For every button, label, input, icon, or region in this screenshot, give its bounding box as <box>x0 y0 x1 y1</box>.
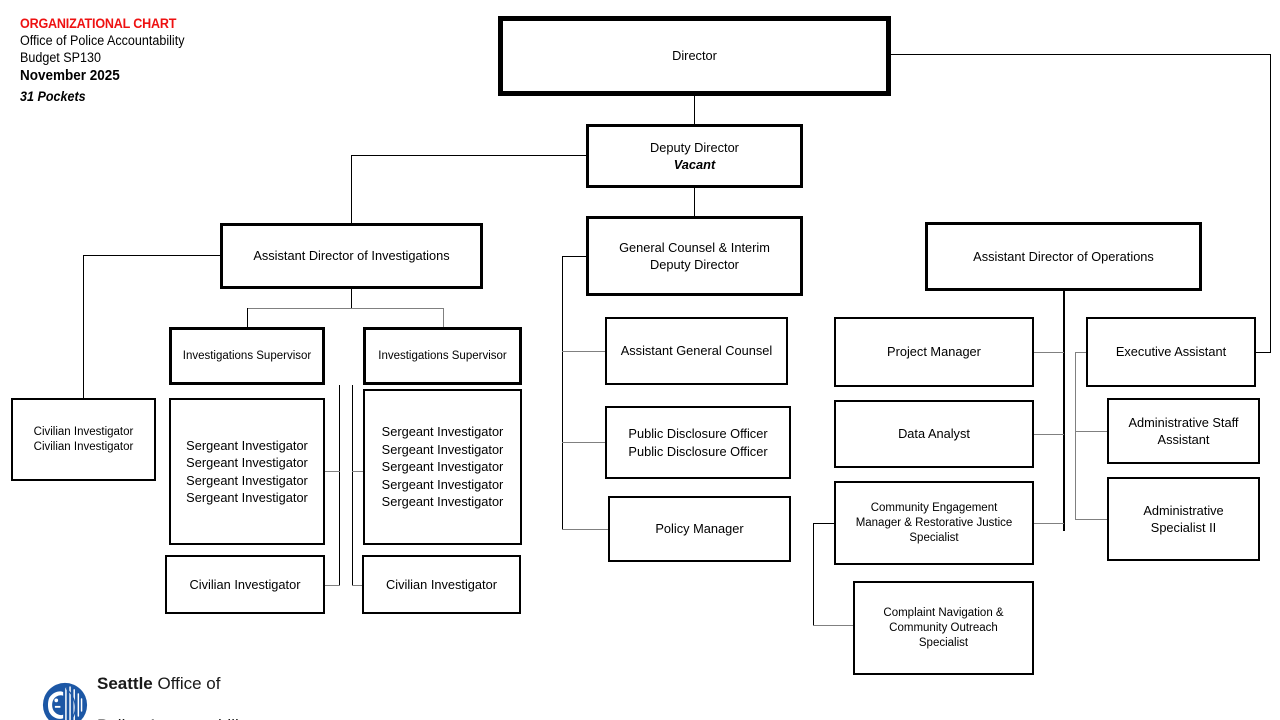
connector-rail-exec-assistant <box>1075 352 1086 353</box>
connector-cem-complaint-top <box>813 523 835 524</box>
connector-supervisors-bus <box>247 308 444 309</box>
connector-director-right-v <box>1270 54 1271 352</box>
connector-supervisor1-sergeants <box>325 471 340 472</box>
node-civilian-investigators-left[interactable]: Civilian Investigator Civilian Investiga… <box>11 398 156 481</box>
connector-supervisor2-sergeants <box>352 471 363 472</box>
connector-bus-supervisor-1 <box>247 308 248 327</box>
node-administrative-specialist-ii[interactable]: Administrative Specialist II <box>1107 477 1260 561</box>
connector-gc-policy-manager <box>562 529 609 530</box>
node-investigations-supervisor-2[interactable]: Investigations Supervisor <box>363 327 522 385</box>
connector-bus-supervisor-2 <box>443 308 444 327</box>
node-policy-manager[interactable]: Policy Manager <box>608 496 791 562</box>
connector-adi-down <box>351 289 352 309</box>
connector-supervisor1-civilian <box>325 585 340 586</box>
connector-ado-right-rail <box>1075 352 1076 520</box>
node-sergeant-investigators-1[interactable]: Sergeant Investigator Sergeant Investiga… <box>169 398 325 545</box>
connector-ado-data-analyst <box>1034 434 1064 435</box>
chart-budget: Budget SP130 <box>20 50 101 65</box>
node-civilian-investigator-1[interactable]: Civilian Investigator <box>165 555 325 614</box>
node-sergeant-investigators-2[interactable]: Sergeant Investigator Sergeant Investiga… <box>363 389 522 545</box>
connector-director-deputy <box>694 96 695 124</box>
connector-deputy-left-v <box>351 155 352 223</box>
connector-rail-admin-staff-assistant <box>1075 431 1107 432</box>
connector-cem-complaint-bottom <box>813 625 853 626</box>
connector-deputy-left-h <box>351 155 587 156</box>
node-asst-dir-operations[interactable]: Assistant Director of Operations <box>925 222 1202 291</box>
node-general-counsel[interactable]: General Counsel & Interim Deputy Directo… <box>586 216 803 296</box>
node-director[interactable]: Director <box>498 16 891 96</box>
logo-line1-rest: Office of <box>152 674 221 693</box>
connector-gc-public-disclosure <box>562 442 606 443</box>
chart-date: November 2025 <box>20 68 120 84</box>
node-investigations-supervisor-1[interactable]: Investigations Supervisor <box>169 327 325 385</box>
connector-gc-assistant-general-counsel <box>562 351 606 352</box>
chart-office: Office of Police Accountability <box>20 33 185 48</box>
connector-gc-rail <box>562 256 563 529</box>
connector-ado-project-manager <box>1034 352 1064 353</box>
connector-cem-complaint-v <box>813 523 814 625</box>
node-executive-assistant[interactable]: Executive Assistant <box>1086 317 1256 387</box>
seattle-opa-seal-icon <box>42 682 88 720</box>
chart-position-count: 31 Pockets <box>20 89 86 104</box>
node-community-engagement-manager[interactable]: Community Engagement Manager & Restorati… <box>834 481 1034 565</box>
connector-director-right-h <box>891 54 1270 55</box>
node-data-analyst[interactable]: Data Analyst <box>834 400 1034 468</box>
connector-ado-down <box>1063 291 1065 531</box>
logo-text: Seattle Office of Police Accountability <box>97 652 252 720</box>
node-project-manager[interactable]: Project Manager <box>834 317 1034 387</box>
connector-ado-community-engagement <box>1034 523 1064 524</box>
connector-supervisor2-rail <box>352 385 353 585</box>
connector-rail-admin-specialist <box>1075 519 1107 520</box>
chart-title: ORGANIZATIONAL CHART <box>20 16 177 31</box>
node-public-disclosure-officers[interactable]: Public Disclosure Officer Public Disclos… <box>605 406 791 479</box>
chart-header: ORGANIZATIONAL CHART Office of Police Ac… <box>20 15 280 107</box>
connector-right-rail-exec-assistant <box>1255 352 1271 353</box>
connector-adi-left-v <box>83 255 84 398</box>
connector-gc-rail-top <box>562 256 586 257</box>
deputy-director-vacant: Vacant <box>673 157 716 172</box>
connector-supervisor2-civilian <box>352 585 363 586</box>
connector-deputy-general-counsel <box>694 188 695 216</box>
node-administrative-staff-assistant[interactable]: Administrative Staff Assistant <box>1107 398 1260 464</box>
connector-supervisor1-rail <box>339 385 340 585</box>
footer-logo: Seattle Office of Police Accountability <box>42 652 252 720</box>
connector-adi-left-h <box>83 255 221 256</box>
logo-line2: Police Accountability <box>97 715 252 720</box>
node-complaint-navigation-specialist[interactable]: Complaint Navigation & Community Outreac… <box>853 581 1034 675</box>
node-assistant-general-counsel[interactable]: Assistant General Counsel <box>605 317 788 385</box>
node-asst-dir-investigations[interactable]: Assistant Director of Investigations <box>220 223 483 289</box>
deputy-director-label: Deputy Director <box>650 139 739 155</box>
node-civilian-investigator-2[interactable]: Civilian Investigator <box>362 555 521 614</box>
logo-line1-bold: Seattle <box>97 674 153 693</box>
